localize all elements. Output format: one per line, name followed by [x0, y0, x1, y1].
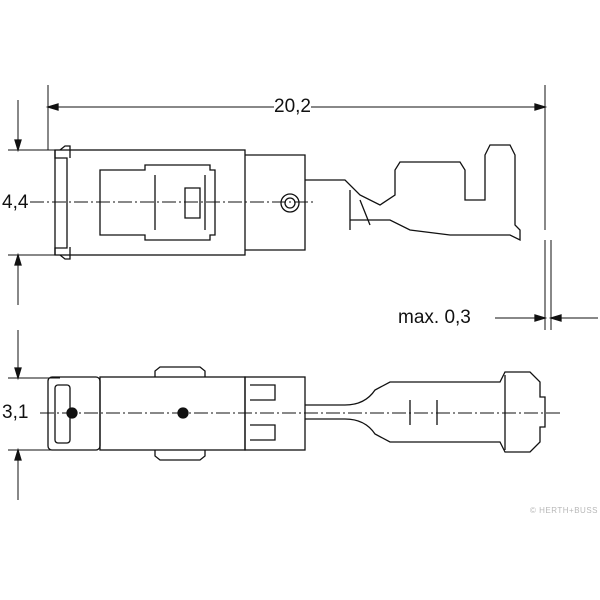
terminal-top-view — [40, 366, 560, 461]
tolerance-label: max. 0,3 — [398, 307, 471, 328]
length-label: 20,2 — [274, 96, 311, 117]
terminal-side-view — [30, 144, 521, 260]
height-dimension-bottom — [8, 330, 60, 500]
height-dimension-top — [8, 100, 60, 305]
tolerance-dimension — [495, 240, 598, 330]
height-label-top: 4,4 — [2, 192, 29, 213]
watermark: © HERTH+BUSS — [530, 506, 598, 515]
height-label-bottom: 3,1 — [2, 402, 29, 423]
